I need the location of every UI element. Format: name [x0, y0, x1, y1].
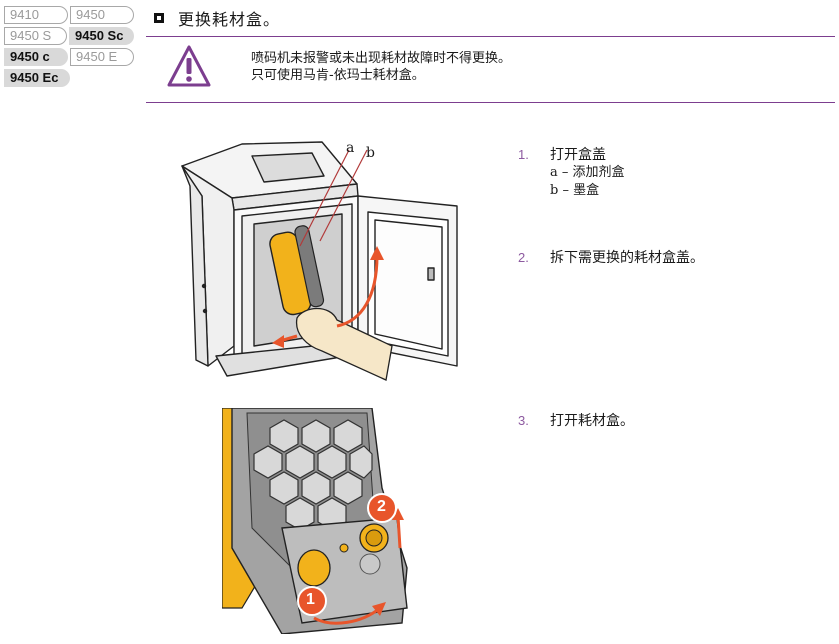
step-number: 1.: [518, 147, 529, 162]
model-badge-9410: 9410: [4, 6, 68, 24]
warning-rule: [146, 102, 835, 103]
badge-row: 9450 Ec: [4, 69, 134, 87]
step-sub-b: b – 墨盒: [550, 183, 600, 198]
badge-row: 9410 9450: [4, 6, 134, 24]
step-text: 打开耗材盒。: [550, 413, 634, 429]
step-2: 2. 拆下需更换的耗材盒盖。: [518, 249, 704, 267]
model-badge-9450-c: 9450 c: [4, 48, 68, 66]
model-badge-9450-sc: 9450 Sc: [69, 27, 134, 45]
step-1: 1. 打开盒盖 a – 添加剂盒 b – 墨盒: [518, 146, 625, 200]
step-circle-2: 2: [377, 498, 386, 515]
callout-b: b: [366, 145, 375, 161]
step-number: 2.: [518, 250, 529, 265]
top-rule: [146, 36, 835, 37]
warning-triangle-icon: [167, 45, 211, 87]
heading-text: 更换耗材盒。: [178, 10, 281, 29]
warning-line-1: 喷码机未报警或未出现耗材故障时不得更换。: [251, 51, 512, 66]
model-badge-9450: 9450: [70, 6, 134, 24]
square-bullet-icon: [154, 13, 164, 23]
step-number: 3.: [518, 413, 529, 428]
model-badges: 9410 9450 9450 S 9450 Sc 9450 c 9450 E 9…: [4, 6, 134, 90]
model-badge-9450-s: 9450 S: [4, 27, 68, 45]
warning-line-2: 只可使用马肯-依玛士耗材盒。: [251, 68, 425, 83]
step-sub-a: a – 添加剂盒: [550, 165, 625, 180]
model-badge-9450-ec: 9450 Ec: [4, 69, 70, 87]
section-heading: 更换耗材盒。: [154, 6, 280, 30]
step-text: 打开盒盖: [550, 147, 606, 163]
step-circle-1: 1: [306, 591, 315, 608]
model-badge-9450-e: 9450 E: [70, 48, 134, 66]
step-3: 3. 打开耗材盒。: [518, 412, 634, 430]
warning-text: 喷码机未报警或未出现耗材故障时不得更换。 只可使用马肯-依玛士耗材盒。: [251, 50, 511, 84]
step-text: 拆下需更换的耗材盒盖。: [550, 250, 704, 266]
cartridge-closeup-illustration: [222, 408, 408, 634]
callout-a: a: [346, 140, 355, 156]
badge-row: 9450 S 9450 Sc: [4, 27, 134, 45]
badge-row: 9450 c 9450 E: [4, 48, 134, 66]
printer-open-door-illustration: [181, 141, 458, 381]
